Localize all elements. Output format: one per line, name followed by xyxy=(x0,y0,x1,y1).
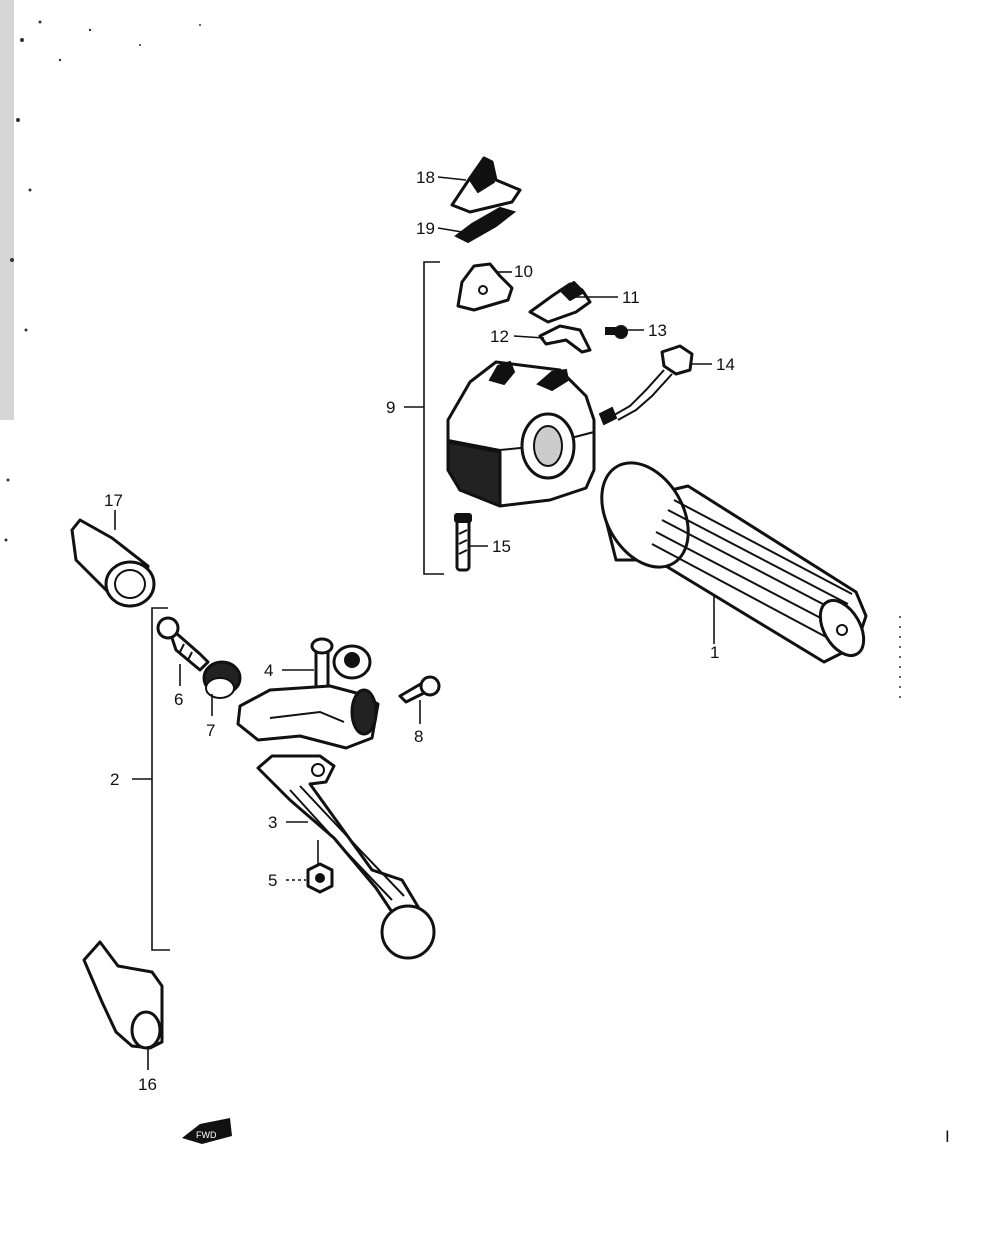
forward-arrow-text: FWD xyxy=(196,1130,217,1140)
label-4: 4 xyxy=(264,661,273,680)
label-8: 8 xyxy=(414,727,423,746)
label-12: 12 xyxy=(490,327,509,346)
label-3: 3 xyxy=(268,813,277,832)
label-6: 6 xyxy=(174,690,183,709)
part-6-bolt xyxy=(156,616,210,672)
part-19-plate xyxy=(454,206,517,244)
label-16: 16 xyxy=(138,1075,157,1094)
label-11: 11 xyxy=(622,288,640,307)
part-3-lever xyxy=(256,754,436,960)
group-bracket-2 xyxy=(132,607,170,951)
label-13: 13 xyxy=(648,321,667,340)
part-18-cable-adjuster xyxy=(450,156,522,214)
part-2-lever-bracket xyxy=(236,644,380,750)
part-17-boot xyxy=(70,518,156,608)
part-1-grip xyxy=(600,461,868,664)
part-9-throttle-housing xyxy=(446,360,596,508)
label-10: 10 xyxy=(514,262,533,281)
label-7: 7 xyxy=(206,721,215,740)
label-18: 18 xyxy=(416,168,435,187)
part-8-bolt xyxy=(398,675,441,704)
corner-mark: I xyxy=(945,1127,950,1146)
label-15: 15 xyxy=(492,537,511,556)
forward-arrow: FWD xyxy=(182,1118,232,1144)
label-2: 2 xyxy=(110,770,119,789)
part-15-screw xyxy=(454,513,472,572)
part-14-lever xyxy=(598,344,694,426)
leader-lines xyxy=(114,176,715,1070)
part-5-nut xyxy=(306,862,334,894)
part-10-cap xyxy=(456,262,514,312)
part-4-pivot-bolt xyxy=(310,637,334,692)
part-13-screw xyxy=(605,325,628,339)
label-1: 1 xyxy=(710,643,719,662)
part-12-plate xyxy=(538,324,592,354)
label-19: 19 xyxy=(416,219,435,238)
scan-noise xyxy=(0,0,201,542)
label-9: 9 xyxy=(386,398,395,417)
label-14: 14 xyxy=(716,355,735,374)
label-17: 17 xyxy=(104,491,123,510)
part-16-lever-cover xyxy=(82,940,164,1050)
part-11-adjuster xyxy=(528,280,592,324)
part-labels: 18 19 10 11 12 13 14 9 15 1 17 6 7 4 8 2… xyxy=(104,168,735,1094)
group-bracket-9 xyxy=(404,261,444,575)
label-5: 5 xyxy=(268,871,277,890)
part-7-collar xyxy=(202,660,242,699)
